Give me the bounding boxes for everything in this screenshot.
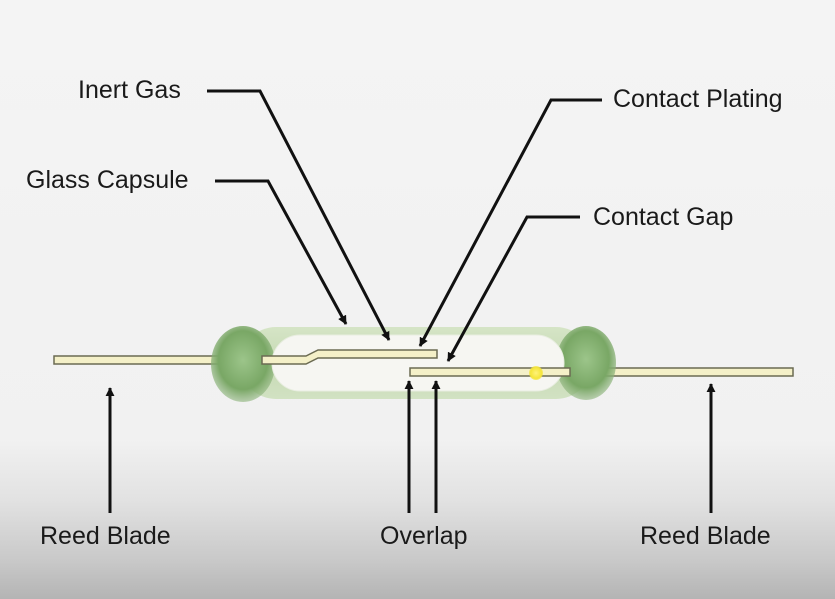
right-reed-blade	[409, 367, 571, 377]
left-reed-blade	[261, 349, 438, 365]
cursor-highlight	[529, 366, 543, 380]
glass-capsule-arrow	[215, 179, 348, 325]
label-reed-blade-left: Reed Blade	[40, 522, 171, 550]
label-inert-gas: Inert Gas	[78, 76, 181, 104]
label-reed-blade-right: Reed Blade	[640, 522, 771, 550]
label-contact-gap: Contact Gap	[593, 203, 734, 231]
glass-capsule-right-end	[556, 326, 616, 400]
inert-gas-cavity	[271, 334, 565, 392]
label-contact-plating: Contact Plating	[613, 85, 783, 113]
contact-plating-arrow	[418, 98, 602, 347]
glass-capsule-left-end	[211, 326, 275, 402]
contact-gap-arrow	[446, 215, 580, 362]
label-glass-capsule: Glass Capsule	[26, 166, 189, 194]
inert-gas-arrow	[207, 89, 391, 341]
label-overlap: Overlap	[380, 522, 468, 550]
